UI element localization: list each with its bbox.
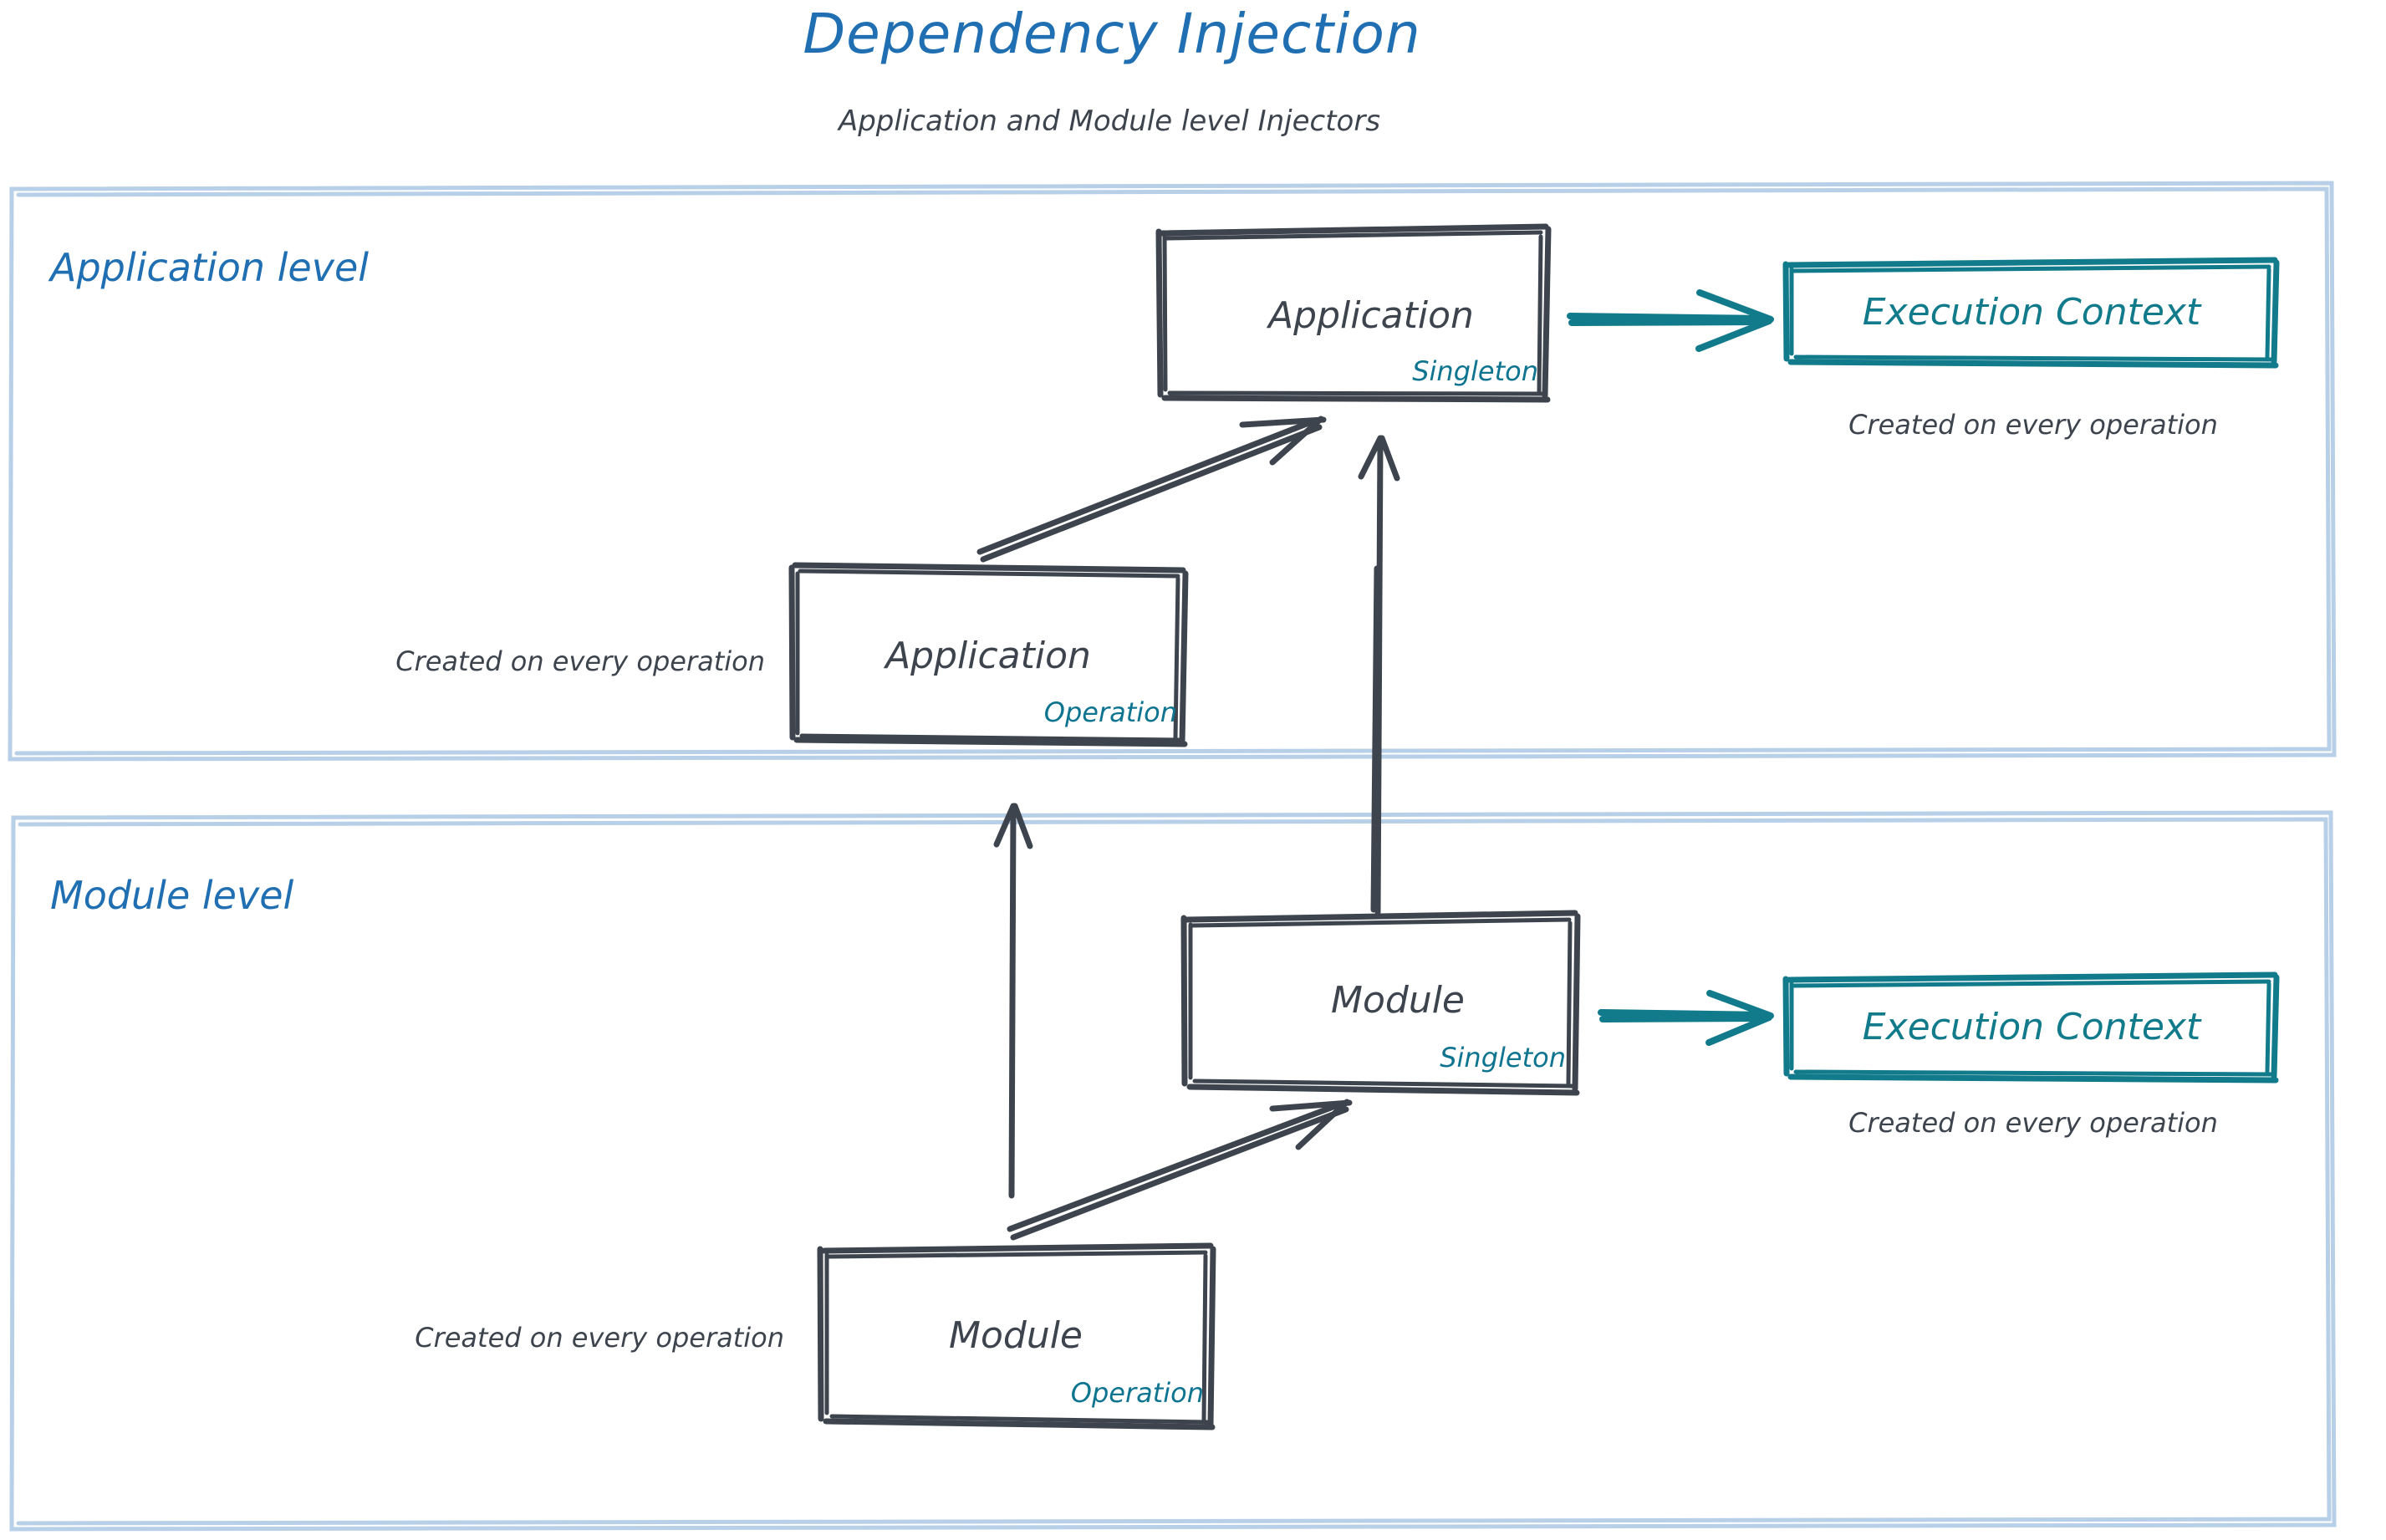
edge-module-singleton-to-app-singleton <box>1358 435 1400 915</box>
node-title-module-operation: Module <box>949 1314 1083 1357</box>
page-subtitle: Application and Module level Injectors <box>838 105 1381 138</box>
group-box-application-level <box>8 181 2337 762</box>
edge-module-singleton-to-exec-context <box>1598 990 1774 1046</box>
caption-module-operation: Created on every operation <box>415 1322 784 1354</box>
node-box-application-operation <box>788 562 1189 747</box>
edge-app-singleton-to-exec-context <box>1567 289 1774 352</box>
edge-module-operation-to-app-operation <box>993 803 1033 1199</box>
node-title-module-singleton: Module <box>1331 979 1465 1022</box>
caption-execution-context-module: Created on every operation <box>1848 1107 2218 1139</box>
caption-execution-context-application: Created on every operation <box>1848 409 2218 441</box>
page-title: Dependency Injection <box>803 2 1421 66</box>
node-box-execution-context-application <box>1782 257 2280 369</box>
node-scope-module-operation: Operation <box>1070 1377 1204 1409</box>
edge-app-operation-to-app-singleton <box>976 416 1327 563</box>
node-box-execution-context-module <box>1782 971 2280 1084</box>
node-box-application-singleton <box>1155 223 1552 403</box>
group-label-module-level: Module level <box>50 873 294 918</box>
group-label-application-level: Application level <box>50 245 370 290</box>
edge-module-operation-to-module-singleton <box>1007 1099 1353 1241</box>
node-box-module-operation <box>817 1242 1216 1430</box>
node-scope-application-operation: Operation <box>1043 696 1177 728</box>
node-box-module-singleton <box>1180 910 1581 1096</box>
node-title-application-singleton: Application <box>1268 294 1474 337</box>
group-box-module-level <box>9 810 2337 1532</box>
node-title-execution-context-application: Execution Context <box>1862 291 2201 334</box>
node-title-application-operation: Application <box>885 635 1091 677</box>
node-title-execution-context-module: Execution Context <box>1862 1006 2201 1048</box>
caption-application-operation: Created on every operation <box>395 645 765 677</box>
node-scope-application-singleton: Singleton <box>1412 355 1538 387</box>
node-scope-module-singleton: Singleton <box>1440 1042 1566 1073</box>
